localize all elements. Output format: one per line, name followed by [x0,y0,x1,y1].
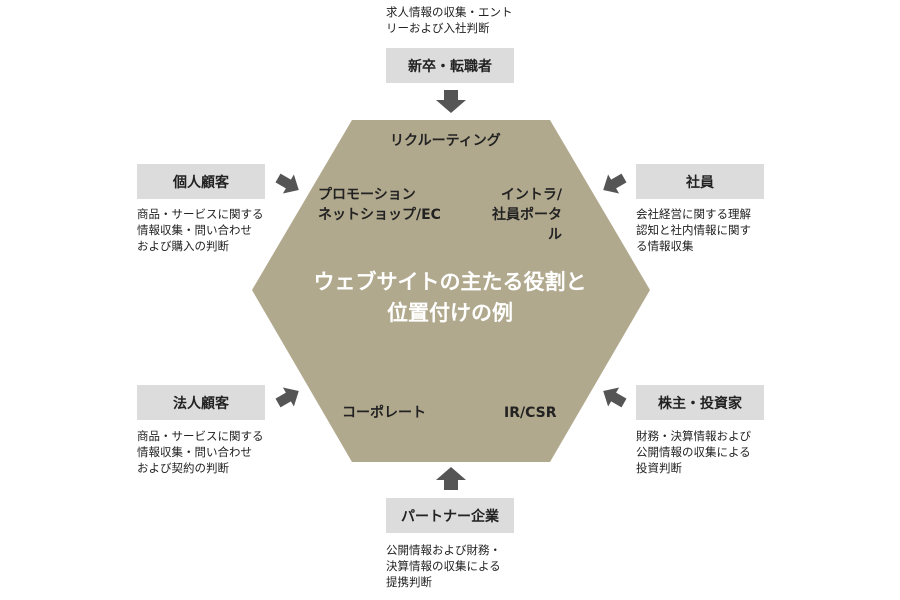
arrow-up-right-icon [275,387,299,408]
arrow-down-icon [436,90,466,113]
arrow-down-right-icon [275,173,299,194]
center-title: ウェブサイトの主たる役割と 位置付けの例 [313,270,587,325]
hex-label-top: リクルーティング [390,133,501,149]
partner-desc: 公開情報および財務・ 決算情報の収集による 提携判断 [386,543,501,589]
hex-label-bottom-right: IR/CSR [504,405,557,421]
shareholder-box: 株主・投資家 [636,385,764,420]
new-grad-box: 新卒・転職者 [386,48,514,83]
partner-box: パートナー企業 [386,498,514,533]
hex-label-bottom-left: コーポレート [342,405,426,421]
employee-desc: 会社経営に関する理解 認知と社内情報に関す る情報収集 [636,207,751,253]
hex-label-top-right: イントラ/ 社員ポータル [492,187,562,243]
arrow-up-left-icon [603,387,627,408]
employee-box: 社員 [636,164,764,199]
role-hexagon [252,120,650,462]
shareholder-desc: 財務・決算情報および 公開情報の収集による 投資判断 [636,429,751,475]
new-grad-desc: 求人情報の収集・エント リーおよび入社判断 [386,5,513,35]
arrow-up-icon [436,467,466,490]
corporate-customer-desc: 商品・サービスに関する 情報収集・問い合わせ および契約の判断 [137,429,264,475]
hex-label-top-left: プロモーション ネットショップ/EC [318,187,441,223]
individual-customer-box: 個人顧客 [137,164,265,199]
corporate-customer-box: 法人顧客 [137,385,265,420]
individual-customer-desc: 商品・サービスに関する 情報収集・問い合わせ および購入の判断 [137,207,264,253]
arrow-down-left-icon [603,173,627,194]
